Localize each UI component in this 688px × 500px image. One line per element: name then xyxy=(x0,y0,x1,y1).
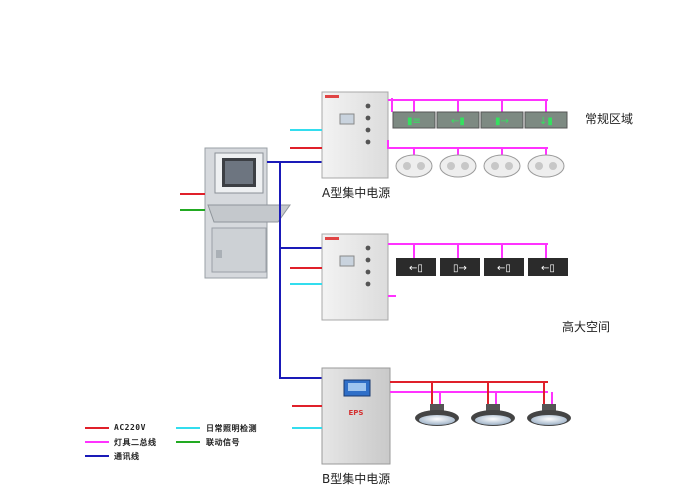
high-bay-lamp-icon xyxy=(527,404,571,426)
svg-text:←▮: ←▮ xyxy=(451,116,465,127)
exit-sign-icon: ←▮ xyxy=(436,111,480,129)
legend-label-lamp-bus: 灯具二总线 xyxy=(114,438,157,447)
svg-text:▮≡: ▮≡ xyxy=(407,116,421,127)
power-b-label: B型集中电源 xyxy=(322,472,391,486)
legend-label-ac220v: AC220V xyxy=(114,423,146,432)
legend-swatch-comm-line xyxy=(85,455,109,457)
ceiling-lamp-icon xyxy=(439,154,477,178)
svg-text:▯→: ▯→ xyxy=(453,263,467,274)
svg-text:←▯: ←▯ xyxy=(541,263,555,274)
power-cabinet-a1 xyxy=(321,91,389,179)
exit-sign-icon: ←▯ xyxy=(396,258,436,276)
ceiling-lamp-icon xyxy=(395,154,433,178)
svg-text:↓▮: ↓▮ xyxy=(539,116,553,127)
exit-sign-icon: ←▯ xyxy=(484,258,524,276)
legend-label-comm-line: 通讯线 xyxy=(114,452,140,461)
exit-sign-icon: ▯→ xyxy=(440,258,480,276)
zone-regular-label: 常规区域 xyxy=(585,112,634,126)
power-cabinet-b xyxy=(321,367,391,465)
power-a1-label: A型集中电源 xyxy=(322,186,391,200)
legend-swatch-lamp-bus xyxy=(85,441,109,443)
legend-swatch-ac220v xyxy=(85,427,109,429)
legend-label-linkage: 联动信号 xyxy=(206,438,240,447)
legend-label-daily-detect: 日常照明检测 xyxy=(206,424,257,433)
high-bay-lamp-icon xyxy=(415,404,459,426)
eps-badge: EPS xyxy=(349,409,364,417)
svg-text:▮→: ▮→ xyxy=(495,116,509,127)
svg-text:←▯: ←▯ xyxy=(497,263,511,274)
ceiling-lamp-icon xyxy=(483,154,521,178)
exit-sign-icon: ←▯ xyxy=(528,258,568,276)
ceiling-lamp-icon xyxy=(527,154,565,178)
legend-swatch-linkage xyxy=(176,441,200,443)
zone-high-space-label: 高大空间 xyxy=(562,320,611,334)
control-console-icon xyxy=(204,147,291,279)
svg-text:←▯: ←▯ xyxy=(409,263,423,274)
exit-sign-icon: ↓▮ xyxy=(524,111,568,129)
power-cabinet-a2 xyxy=(321,233,389,321)
exit-sign-icon: ▮→ xyxy=(480,111,524,129)
high-bay-lamp-icon xyxy=(471,404,515,426)
legend-swatch-daily-detect xyxy=(176,427,200,429)
exit-sign-icon: ▮≡ xyxy=(392,111,436,129)
